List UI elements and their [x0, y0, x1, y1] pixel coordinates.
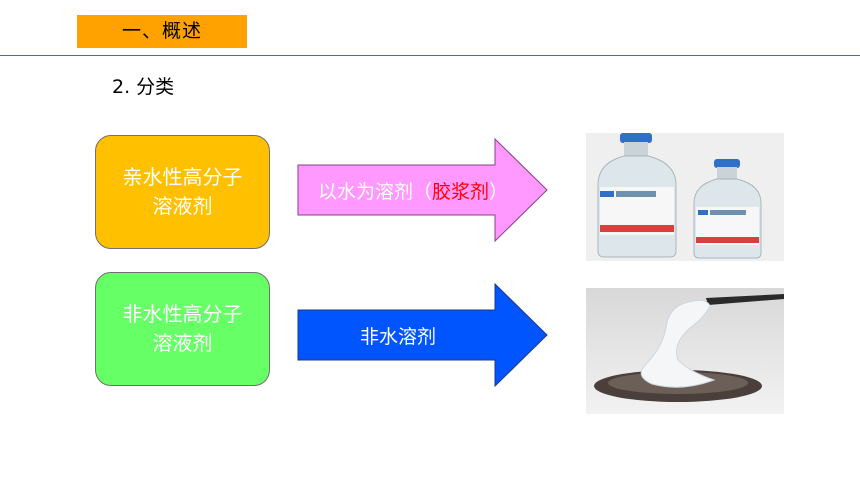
- section-title: 一、概述: [77, 15, 247, 48]
- category-box-nonaqueous: 非水性高分子 溶液剂: [95, 272, 270, 386]
- subheading: 2. 分类: [112, 76, 175, 98]
- arrow-label: 非水溶剂: [359, 325, 436, 348]
- arrow-label-highlight: 胶浆剂: [431, 180, 489, 203]
- category-label-line2: 溶液剂: [152, 194, 213, 218]
- arrow-right-icon: [297, 283, 548, 387]
- arrow-hydrophilic: 以水为溶剂（胶浆剂）: [297, 138, 549, 242]
- arrow-label-text: 以水为溶剂（: [317, 180, 432, 203]
- header-divider: [0, 55, 860, 56]
- category-label-line1: 亲水性高分子: [122, 165, 243, 189]
- category-box-hydrophilic: 亲水性高分子 溶液剂: [95, 135, 270, 249]
- arrow-right-icon: [297, 138, 548, 242]
- category-label-line1: 非水性高分子: [122, 302, 243, 326]
- arrow-label-text-end: ）: [489, 180, 509, 203]
- arrow-nonaqueous: 非水溶剂: [297, 283, 549, 387]
- photo-gel-spoon: [586, 288, 784, 414]
- photo-infusion-bottles: [586, 133, 784, 261]
- arrow-label: 以水为溶剂（胶浆剂）: [297, 138, 529, 242]
- category-label-line2: 溶液剂: [152, 331, 213, 355]
